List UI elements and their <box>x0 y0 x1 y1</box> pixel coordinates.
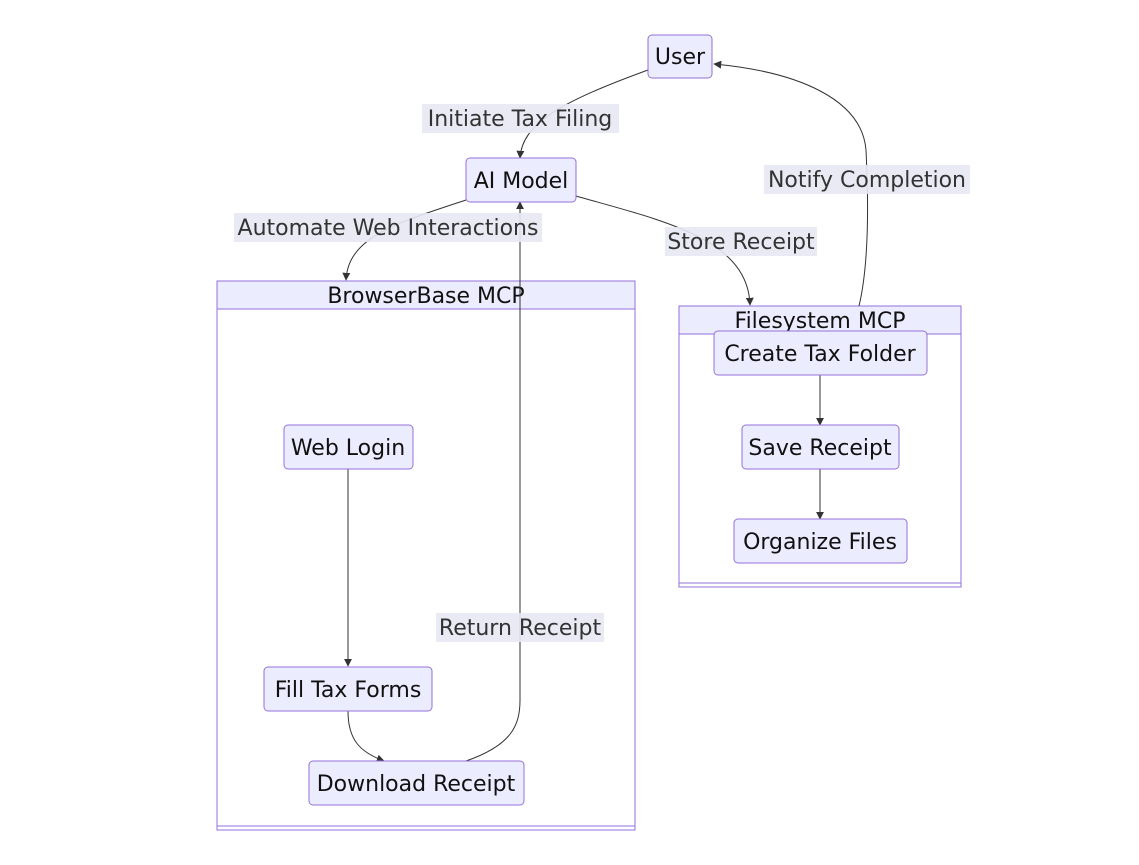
edge-label-initiate-tax-filing: Initiate Tax Filing <box>422 104 619 133</box>
svg-text:Initiate Tax Filing: Initiate Tax Filing <box>428 107 613 132</box>
node-organize-files: Organize Files <box>733 518 908 564</box>
svg-text:Download Receipt: Download Receipt <box>317 772 516 797</box>
edge-label-notify-completion: Notify Completion <box>764 165 970 194</box>
node-save-receipt: Save Receipt <box>741 424 900 470</box>
svg-text:Return Receipt: Return Receipt <box>439 616 602 641</box>
cluster-filesystem-title: Filesystem MCP <box>735 309 906 334</box>
node-user: User <box>647 34 713 79</box>
svg-text:Fill Tax Forms: Fill Tax Forms <box>275 678 422 703</box>
cluster-browserbase-title: BrowserBase MCP <box>327 284 524 309</box>
edge-filesystem-to-user <box>713 60 869 307</box>
cluster-browserbase-mcp: BrowserBase MCP <box>216 280 636 831</box>
node-create-tax-folder: Create Tax Folder <box>713 330 928 376</box>
svg-text:Save Receipt: Save Receipt <box>748 436 892 461</box>
node-download-receipt: Download Receipt <box>308 760 525 806</box>
svg-text:AI Model: AI Model <box>474 169 569 194</box>
svg-text:Store Receipt: Store Receipt <box>667 230 815 255</box>
svg-text:Create Tax Folder: Create Tax Folder <box>724 342 916 367</box>
svg-text:Automate Web Interactions: Automate Web Interactions <box>238 216 539 241</box>
edge-label-store-receipt: Store Receipt <box>665 227 817 256</box>
svg-text:Notify Completion: Notify Completion <box>768 168 966 193</box>
svg-text:Organize Files: Organize Files <box>743 530 897 555</box>
node-web-login: Web Login <box>283 424 414 470</box>
svg-text:Web Login: Web Login <box>291 436 405 461</box>
edge-download-to-ai <box>465 201 524 762</box>
edge-label-automate-web-interactions: Automate Web Interactions <box>234 213 542 242</box>
edge-filltax-to-download <box>347 710 385 763</box>
edge-label-return-receipt: Return Receipt <box>436 613 604 642</box>
svg-text:User: User <box>655 45 706 70</box>
node-ai-model: AI Model <box>465 157 577 203</box>
node-fill-tax-forms: Fill Tax Forms <box>263 666 433 712</box>
